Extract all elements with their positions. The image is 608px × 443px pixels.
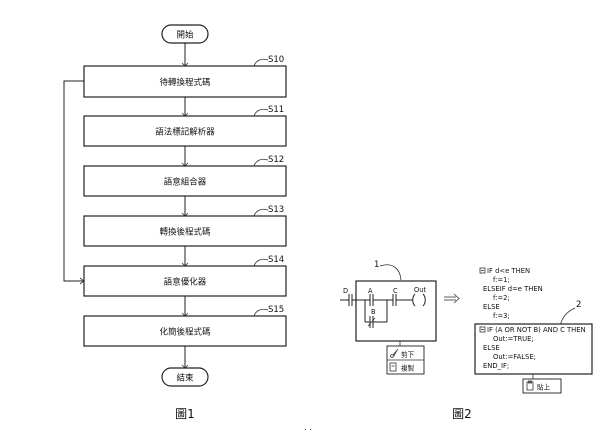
step-s14-label: S14 (268, 255, 284, 265)
step-s11-box (83, 115, 287, 147)
cut-copy-context-menu: 剪下 複製 (386, 345, 425, 375)
contact-a-label: A (368, 287, 373, 295)
figure-1-caption: 圖1 (175, 407, 195, 421)
step-s10-box (83, 65, 287, 98)
figure-2-caption: 圖2 (452, 407, 472, 421)
footer-dots: . . (304, 423, 312, 432)
step-s15-label: S15 (268, 305, 284, 315)
step-s10-text: 待轉換程式碼 (159, 77, 211, 88)
code-after-line-4: Out:=FALSE; (493, 353, 536, 361)
code-before-line-1: IF d<e THEN (487, 267, 530, 275)
step-s13-label: S13 (268, 205, 284, 215)
code-block-after-box (474, 323, 593, 375)
code-after-line-3: ELSE (483, 344, 500, 352)
coil-out-label: Out (414, 286, 426, 294)
figure-2-conversion: 1 D A B (340, 260, 593, 421)
document-copy-icon (389, 362, 397, 372)
contact-b-label: B (371, 308, 376, 316)
ref-numeral-1: 1 (374, 260, 379, 270)
step-s12-text: 語意組合器 (164, 177, 207, 188)
step-s12-box (83, 165, 287, 197)
code-block-after: IF (A OR NOT B) AND C THEN Out:=TRUE; EL… (479, 326, 586, 370)
step-s12-label: S12 (268, 155, 284, 165)
code-before-line-4: f:=2; (493, 294, 510, 302)
ref-numeral-2: 2 (576, 300, 581, 310)
start-label: 開始 (176, 30, 194, 41)
step-s11-text: 語法標記解析器 (155, 127, 215, 138)
copy-menu-item[interactable]: 複製 (401, 364, 415, 373)
step-s14-box (83, 265, 287, 297)
cut-menu-item[interactable]: 剪下 (401, 350, 415, 359)
end-terminal (161, 367, 209, 387)
step-s11-label: S11 (268, 105, 284, 115)
ladder-selection-box (355, 280, 437, 342)
step-s13-box (83, 215, 287, 247)
code-before-line-5: ELSE (483, 303, 500, 311)
paste-menu-item[interactable]: 貼上 (537, 383, 551, 392)
contact-d-label: D (343, 287, 348, 295)
code-after-line-5: END_IF; (483, 362, 509, 370)
step-s14-text: 語意優化器 (164, 277, 207, 288)
code-after-line-2: Out:=TRUE; (493, 335, 534, 343)
ladder-diagram: D A B C Out (340, 286, 426, 328)
step-s15-box (83, 315, 287, 347)
step-s13-text: 轉換後程式碼 (159, 227, 211, 238)
feedback-loop-arrow (63, 80, 84, 282)
code-before-line-2: f:=1; (493, 276, 510, 284)
conversion-arrow-icon (444, 293, 460, 304)
code-before-line-3: ELSEIF d=e THEN (483, 285, 543, 293)
code-before-line-6: f:=3; (493, 312, 510, 320)
scissors-icon (390, 348, 399, 358)
step-s15-text: 化簡後程式碼 (159, 327, 211, 338)
clipboard-icon (526, 380, 534, 391)
end-label: 結束 (176, 373, 194, 384)
paste-context-menu: 貼上 (522, 378, 562, 394)
code-block-before: IF d<e THEN f:=1; ELSEIF d=e THEN f:=2; … (479, 267, 543, 320)
contact-c-label: C (393, 287, 398, 295)
code-after-line-1: IF (A OR NOT B) AND C THEN (487, 326, 586, 334)
step-s10-label: S10 (268, 55, 284, 65)
figure-1-flowchart: 開始 待轉換程式碼 S10 語法標記解析器 S11 語意組合器 S12 (63, 24, 287, 421)
